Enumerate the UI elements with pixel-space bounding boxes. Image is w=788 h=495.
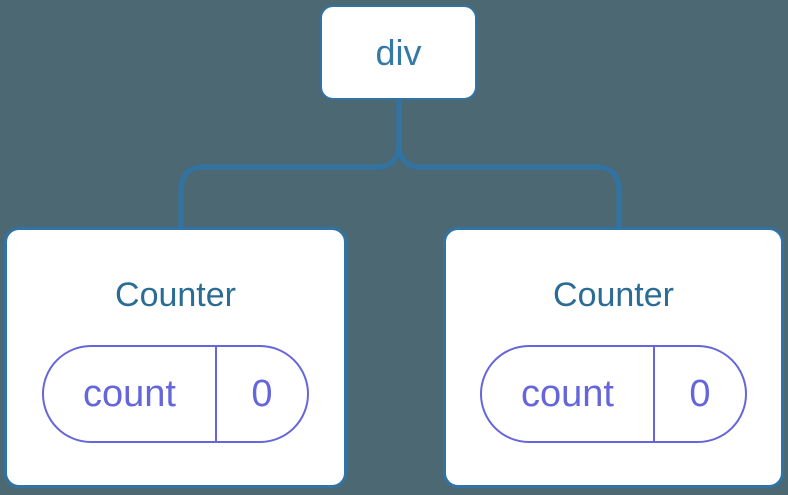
- state-key-label: count: [521, 373, 614, 415]
- state-key-cell: count: [482, 347, 655, 441]
- root-node-label: div: [375, 31, 422, 73]
- state-pill: count 0: [480, 345, 747, 443]
- root-node-div: div: [320, 5, 477, 100]
- state-value-cell: 0: [655, 347, 745, 441]
- state-value-label: 0: [251, 373, 273, 415]
- counter-card-left: Counter count 0: [4, 227, 347, 488]
- connector-right-branch: [396, 98, 622, 232]
- state-key-label: count: [83, 373, 176, 415]
- state-pill: count 0: [42, 345, 309, 443]
- connector-left-branch: [178, 98, 402, 232]
- counter-card-right: Counter count 0: [443, 227, 784, 488]
- state-value-cell: 0: [217, 347, 307, 441]
- counter-card-title: Counter: [553, 276, 674, 314]
- counter-card-title: Counter: [115, 276, 236, 314]
- state-key-cell: count: [44, 347, 217, 441]
- state-value-label: 0: [689, 373, 711, 415]
